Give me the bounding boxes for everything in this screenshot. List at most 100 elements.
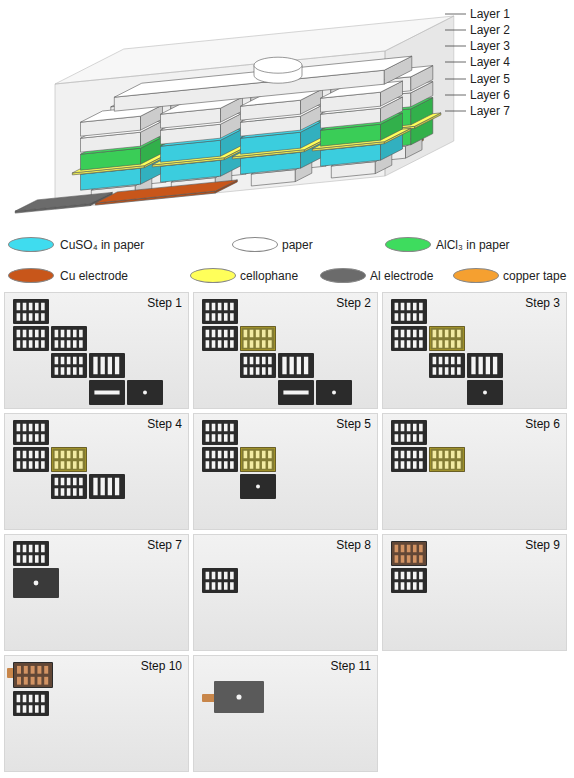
layer-block (114, 56, 412, 97)
piece-slot (218, 303, 222, 311)
step-label: Step 9 (525, 538, 560, 552)
piece-slot (230, 424, 234, 432)
piece-slot (108, 357, 112, 375)
piece-slot (212, 340, 216, 348)
piece-slot (433, 367, 437, 375)
piece-slot (224, 434, 228, 442)
piece-slot (55, 340, 59, 348)
layer-piece (13, 299, 49, 324)
leader-line (445, 30, 466, 31)
step-panel: Step 11 (193, 655, 378, 772)
piece-slot (419, 303, 423, 311)
piece-slot (486, 357, 490, 375)
layer-piece (13, 568, 59, 598)
legend-text: paper (282, 238, 313, 252)
layer-piece (13, 691, 49, 716)
piece-slot (268, 357, 272, 365)
piece-slot (41, 424, 45, 432)
piece-slot (419, 340, 423, 348)
piece-slot (413, 582, 417, 590)
piece-slot (395, 461, 399, 469)
piece-slot (395, 340, 399, 348)
leader-line (445, 46, 466, 47)
cellophane-sheet (430, 448, 464, 471)
layer-piece (429, 326, 465, 351)
step-photo (5, 535, 189, 651)
piece-slot (407, 434, 411, 442)
step-photo (383, 293, 567, 409)
piece-slot (401, 313, 405, 321)
piece-slot (79, 367, 83, 375)
piece-slot (93, 357, 97, 375)
piece-slot (55, 357, 59, 365)
piece-slot (445, 367, 449, 375)
step-photo (194, 656, 378, 772)
piece-slot (23, 451, 27, 459)
piece-slot (41, 545, 45, 553)
piece-slot (407, 313, 411, 321)
piece-slot (297, 357, 301, 375)
piece-slot (35, 545, 39, 553)
piece-slot (17, 434, 21, 442)
piece-slot (67, 340, 71, 348)
piece-slot (212, 451, 216, 459)
legend-text: Al electrode (370, 269, 433, 283)
layer-piece (13, 447, 49, 472)
piece-slot (451, 357, 455, 365)
piece-slot (73, 367, 77, 375)
piece-slot (17, 340, 21, 348)
piece-slot (61, 367, 65, 375)
piece-slot (61, 330, 65, 338)
layer-piece (13, 541, 49, 566)
piece-slot (419, 582, 423, 590)
piece-slot (212, 330, 216, 338)
piece-slot (244, 357, 248, 365)
piece-slot (218, 313, 222, 321)
piece-slot (439, 357, 443, 365)
piece-slot (115, 478, 119, 496)
piece-slot (35, 434, 39, 442)
piece-slot (401, 582, 405, 590)
piece-slot (23, 424, 27, 432)
piece-slot (73, 478, 77, 486)
step-label: Step 7 (147, 538, 182, 552)
piece-slot (419, 461, 423, 469)
layer-piece (429, 447, 465, 472)
piece-slot (419, 451, 423, 459)
piece-slot (413, 340, 417, 348)
piece-slot (73, 340, 77, 348)
step-photo (194, 293, 378, 409)
layer-piece (467, 353, 503, 378)
piece-slot (262, 367, 266, 375)
layer-piece (391, 447, 427, 472)
layer-piece (240, 474, 276, 499)
piece-slot (493, 357, 497, 375)
piece-slot (419, 572, 423, 580)
legend-text: AlCl₃ in paper (436, 238, 510, 252)
layer-piece (89, 380, 125, 405)
piece-slot (395, 313, 399, 321)
piece-slot (218, 424, 222, 432)
piece-slot (29, 303, 33, 311)
step-photo (383, 414, 567, 530)
piece-slot (224, 451, 228, 459)
piece-slot (206, 572, 210, 580)
piece-slot (256, 367, 260, 375)
piece-slot (206, 424, 210, 432)
layer-piece (278, 353, 314, 378)
cellophane-sheet (241, 327, 275, 350)
piece-slot (67, 330, 71, 338)
piece-slot (79, 478, 83, 486)
piece-slot (395, 303, 399, 311)
layer-block (55, 16, 454, 84)
piece-slot (35, 313, 39, 321)
legend-swatch (232, 237, 278, 252)
piece-slot (29, 461, 33, 469)
piece-slot (108, 478, 112, 496)
legend-text: CuSO₄ in paper (60, 238, 144, 252)
piece-slot (413, 330, 417, 338)
piece-slot (23, 695, 27, 703)
piece-slot (395, 434, 399, 442)
piece-slot (29, 340, 33, 348)
piece-slot (230, 572, 234, 580)
